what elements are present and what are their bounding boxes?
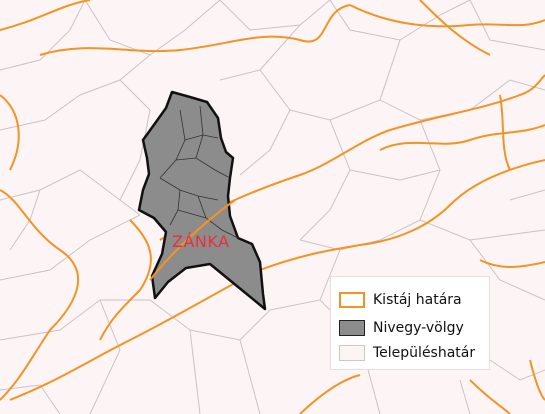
legend-item-nivegy-valley: Nivegy-völgy bbox=[339, 316, 464, 340]
map-legend: Kistáj határa Nivegy-völgy Településhatá… bbox=[330, 276, 490, 370]
pale-fill-swatch-icon bbox=[339, 345, 365, 361]
legend-label: Kistáj határa bbox=[373, 292, 462, 308]
legend-label: Nivegy-völgy bbox=[373, 320, 464, 336]
nivegy-valley-area[interactable] bbox=[137, 90, 267, 311]
place-label-zanka: ZÁNKA bbox=[172, 232, 230, 251]
legend-item-region-boundary: Kistáj határa bbox=[339, 288, 462, 312]
legend-label: Településhatár bbox=[373, 345, 476, 361]
legend-item-settlement-boundary: Településhatár bbox=[339, 341, 475, 365]
orange-outline-swatch-icon bbox=[339, 292, 365, 308]
gray-fill-swatch-icon bbox=[339, 320, 365, 336]
